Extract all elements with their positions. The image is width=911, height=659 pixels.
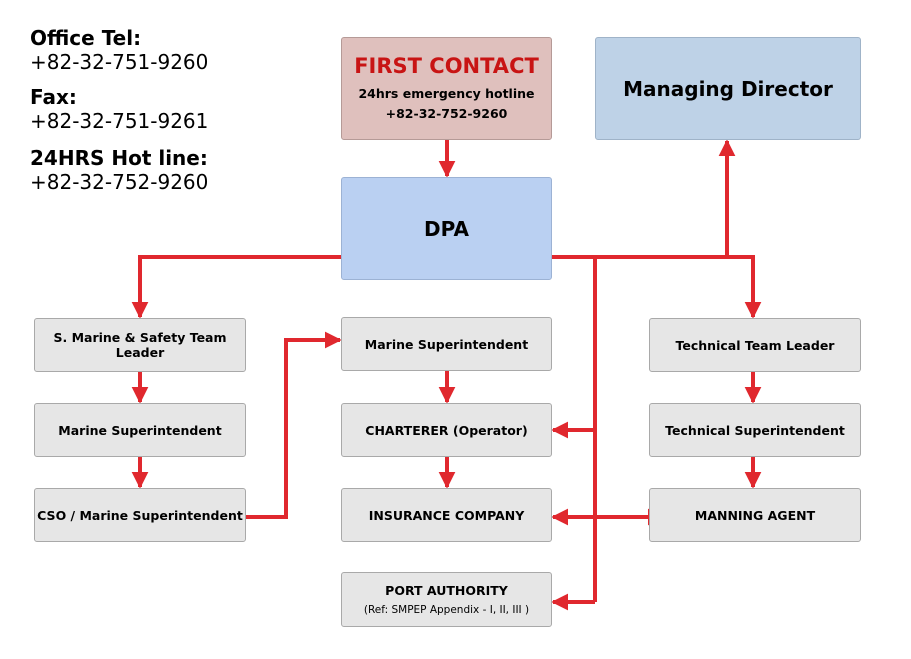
hotline-block: 24HRS Hot line: +82-32-752-9260	[30, 148, 208, 192]
office-tel-label: Office Tel:	[30, 26, 142, 50]
marine-superintendent-center-label: Marine Superintendent	[364, 336, 529, 352]
cso-marine-superintendent-label: CSO / Marine Superintendent	[37, 507, 243, 523]
first-contact-box: FIRST CONTACT 24hrs emergency hotline +8…	[341, 37, 552, 140]
marine-superintendent-center-box: Marine Superintendent	[341, 317, 552, 371]
first-contact-title: FIRST CONTACT	[354, 54, 539, 79]
port-authority-ref: (Ref: SMPEP Appendix - I, II, III )	[363, 604, 530, 616]
hotline-number: +82-32-752-9260	[30, 170, 209, 194]
fax-number: +82-32-751-9261	[30, 109, 209, 133]
arrow-cso-to-center-marine-sup	[245, 331, 342, 519]
technical-team-leader-box: Technical Team Leader	[649, 318, 861, 372]
safety-team-leader-label: S. Marine & Safety Team Leader	[53, 330, 227, 360]
marine-superintendent-left-box: Marine Superintendent	[34, 403, 246, 457]
charterer-label: CHARTERER (Operator)	[365, 422, 528, 438]
manning-agent-label: MANNING AGENT	[694, 507, 816, 523]
fax-block: Fax: +82-32-751-9261	[30, 87, 208, 131]
hotline-label: 24HRS Hot line:	[30, 146, 208, 170]
dpa-label: DPA	[424, 216, 469, 241]
technical-superintendent-box: Technical Superintendent	[649, 403, 861, 457]
marine-superintendent-left-label: Marine Superintendent	[58, 422, 222, 438]
managing-director-box: Managing Director	[595, 37, 861, 140]
port-authority-label: PORT AUTHORITY	[385, 583, 508, 598]
arrow-dpa-to-safety-leader	[131, 255, 341, 319]
fax-label: Fax:	[30, 85, 77, 109]
arrow-dpa-to-technical-leader	[552, 255, 762, 319]
first-contact-number: +82-32-752-9260	[385, 105, 508, 121]
insurance-company-label: INSURANCE COMPANY	[368, 507, 525, 523]
port-authority-box: PORT AUTHORITY (Ref: SMPEP Appendix - I,…	[341, 572, 552, 627]
managing-director-label: Managing Director	[623, 76, 833, 101]
charterer-box: CHARTERER (Operator)	[341, 403, 552, 457]
office-tel-number: +82-32-751-9260	[30, 50, 209, 74]
safety-team-leader-box: S. Marine & Safety Team Leader	[34, 318, 246, 372]
first-contact-subtitle: 24hrs emergency hotline	[358, 86, 535, 102]
cso-marine-superintendent-box: CSO / Marine Superintendent	[34, 488, 246, 542]
office-tel-block: Office Tel: +82-32-751-9260	[30, 28, 208, 72]
dpa-box: DPA	[341, 177, 552, 280]
insurance-company-box: INSURANCE COMPANY	[341, 488, 552, 542]
technical-superintendent-label: Technical Superintendent	[665, 422, 845, 438]
technical-team-leader-label: Technical Team Leader	[675, 337, 835, 353]
manning-agent-box: MANNING AGENT	[649, 488, 861, 542]
